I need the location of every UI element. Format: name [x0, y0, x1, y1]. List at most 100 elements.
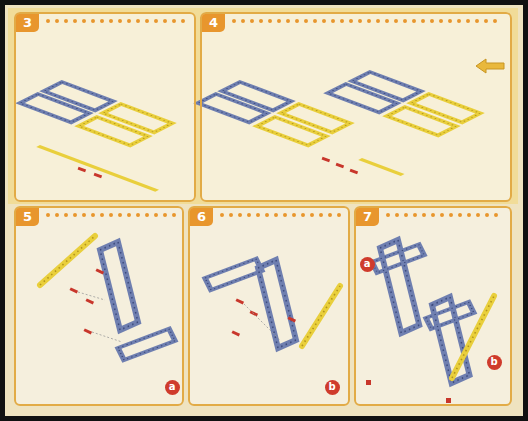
guide-line: [92, 332, 122, 342]
blue-frame: [100, 242, 138, 330]
direction-arrow: [476, 59, 504, 73]
frame-holes: [44, 82, 113, 110]
frame-holes: [372, 244, 424, 272]
blue-frame: [118, 329, 175, 360]
yellow-beam: [40, 236, 95, 285]
yellow-frame: [411, 94, 480, 122]
dot-row: [48, 213, 176, 217]
step-panel: 7 a b: [354, 206, 512, 406]
panel-ground: [14, 206, 184, 406]
frame-holes: [205, 259, 262, 290]
red-pin: [86, 298, 95, 304]
red-pin: [70, 287, 79, 293]
yellow-beam: [358, 158, 404, 176]
blue-frame: [20, 94, 89, 122]
blue-frame: [222, 82, 291, 110]
guide-line: [78, 292, 105, 300]
red-pin: [96, 268, 105, 274]
frame-holes: [198, 94, 267, 122]
guide-line: [244, 304, 280, 340]
blue-frame: [205, 259, 262, 290]
red-pin: [232, 330, 241, 336]
panel-ground: [188, 206, 350, 406]
beam-holes: [302, 286, 340, 346]
callout-letter: a: [165, 380, 180, 395]
blue-frame: [100, 242, 138, 330]
frame-holes: [79, 117, 148, 145]
step-panel: 6b: [188, 206, 350, 406]
frame-holes: [411, 94, 480, 122]
frame-holes: [426, 302, 474, 329]
step-panel: 5a: [14, 206, 184, 406]
frame-holes: [103, 104, 172, 132]
panel-ground: [354, 206, 512, 406]
frame-holes: [352, 72, 421, 100]
blue-frame: [198, 94, 267, 122]
red-pin: [288, 316, 297, 322]
yellow-frame: [387, 107, 456, 135]
yellow-frame: [387, 107, 456, 135]
yellow-beam: [358, 158, 404, 176]
blue-frame: [328, 84, 397, 112]
blue-frame: [372, 244, 424, 272]
red-pin: [94, 173, 103, 179]
blue-frame: [426, 302, 474, 329]
callout-letter-text: a: [169, 382, 176, 392]
blue-frame: [222, 82, 291, 110]
red-pin: [78, 167, 87, 173]
blue-frame: [258, 260, 296, 348]
blue-frame: [380, 240, 419, 333]
yellow-frame: [411, 94, 480, 122]
callout-letter-text: b: [328, 382, 335, 392]
frame-holes: [380, 240, 419, 333]
step-number: 5: [16, 208, 39, 226]
yellow-frame: [103, 104, 172, 132]
yellow-frame: [79, 117, 148, 145]
yellow-beam: [36, 145, 159, 192]
frame-holes: [118, 329, 175, 360]
step-number: 4: [202, 14, 225, 32]
note-square: [446, 398, 451, 403]
callout-letter: b: [325, 380, 340, 395]
blue-frame: [258, 260, 296, 348]
step-number: 3: [16, 14, 39, 32]
frame-holes: [222, 82, 291, 110]
frame-holes: [20, 94, 89, 122]
step-panel: 3: [14, 12, 196, 202]
panel-ground: [14, 12, 196, 202]
blue-frame: [426, 302, 474, 329]
blue-frame: [352, 72, 421, 100]
dot-row: [388, 213, 504, 217]
yellow-frame: [257, 117, 326, 145]
yellow-beam: [302, 286, 340, 346]
step-panel: 4: [200, 12, 512, 202]
blue-frame: [44, 82, 113, 110]
frame-holes: [328, 84, 397, 112]
step-number: 6: [190, 208, 213, 226]
blue-frame: [198, 94, 267, 122]
red-pin: [336, 163, 345, 169]
blue-frame: [44, 82, 113, 110]
blue-frame: [20, 94, 89, 122]
callout-letter: b: [487, 355, 502, 370]
beam-holes: [40, 236, 95, 285]
yellow-frame: [257, 117, 326, 145]
red-pin: [322, 157, 331, 163]
blue-frame: [328, 84, 397, 112]
frame-holes: [100, 242, 138, 330]
callout-letter: a: [360, 257, 375, 272]
blue-frame: [118, 329, 175, 360]
callout-letter-text: b: [490, 357, 497, 367]
top-band: [8, 8, 518, 204]
step-number: 7: [356, 208, 379, 226]
yellow-frame: [281, 104, 350, 132]
yellow-frame: [103, 104, 172, 132]
dot-row: [48, 21, 504, 215]
blue-frame: [372, 244, 424, 272]
blue-frame: [380, 240, 419, 333]
note-square: [366, 380, 371, 385]
blue-frame: [205, 259, 262, 290]
frame-holes: [257, 117, 326, 145]
